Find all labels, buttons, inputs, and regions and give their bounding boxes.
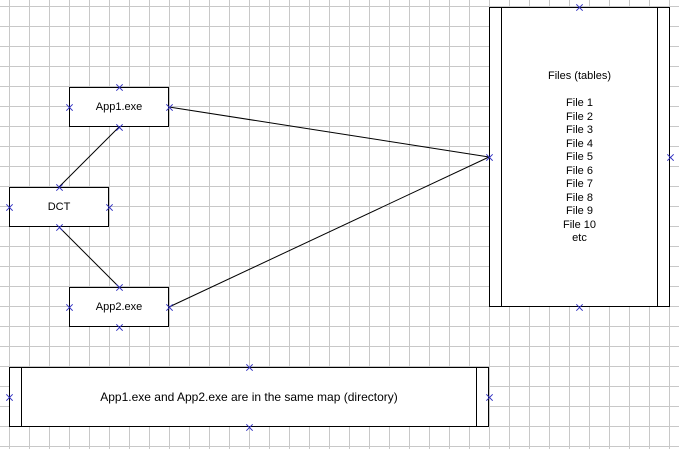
connector-app2-files[interactable]: [168, 156, 490, 308]
handle-app2-top[interactable]: [116, 284, 123, 291]
files-node[interactable]: Files (tables) File 1 File 2 File 3 File…: [489, 7, 670, 307]
note-label: App1.exe and App2.exe are in the same ma…: [100, 390, 398, 404]
handle-dct-left[interactable]: [6, 204, 13, 211]
file-item: File 10: [562, 218, 597, 231]
dct-label: DCT: [47, 201, 71, 213]
note-right-bar: [476, 368, 477, 426]
handle-app1-top[interactable]: [116, 84, 123, 91]
handle-app2-right[interactable]: [166, 304, 173, 311]
handle-app1-bottom[interactable]: [116, 124, 123, 131]
files-content: Files (tables) File 1 File 2 File 3 File…: [502, 70, 657, 246]
app1-node[interactable]: App1.exe: [69, 87, 169, 127]
handle-note-right[interactable]: [486, 394, 493, 401]
handle-note-bottom[interactable]: [246, 424, 253, 431]
file-item: File 8: [566, 191, 593, 204]
handle-app1-right[interactable]: [166, 104, 173, 111]
handle-files-top[interactable]: [576, 4, 583, 11]
handle-dct-top[interactable]: [56, 184, 63, 191]
handle-app2-bottom[interactable]: [116, 324, 123, 331]
connector-app1-dct[interactable]: [58, 126, 120, 188]
handle-files-left[interactable]: [486, 154, 493, 161]
file-item: File 7: [566, 178, 593, 190]
note-node[interactable]: App1.exe and App2.exe are in the same ma…: [9, 367, 489, 427]
handle-note-top[interactable]: [246, 364, 253, 371]
handle-files-right[interactable]: [667, 154, 674, 161]
files-right-bar: [657, 8, 658, 306]
file-item: File 2: [566, 110, 593, 123]
files-left-bar: [501, 8, 502, 306]
file-item: File 9: [566, 205, 593, 217]
files-title: Files (tables): [548, 70, 611, 82]
handle-files-bottom[interactable]: [576, 304, 583, 311]
app1-label: App1.exe: [95, 101, 143, 113]
file-item: File 4: [566, 137, 593, 150]
handle-app2-left[interactable]: [66, 304, 73, 311]
app2-label: App2.exe: [95, 301, 143, 313]
files-list: File 1 File 2 File 3 File 4 File 5 File …: [502, 97, 657, 246]
connector-app2-dct[interactable]: [58, 226, 120, 288]
handle-app1-left[interactable]: [66, 104, 73, 111]
handle-note-left[interactable]: [6, 394, 13, 401]
file-item: File 5: [566, 151, 593, 163]
handle-dct-right[interactable]: [106, 204, 113, 211]
connector-app1-files[interactable]: [168, 106, 490, 158]
app2-node[interactable]: App2.exe: [69, 287, 169, 327]
dct-node[interactable]: DCT: [9, 187, 109, 227]
file-item: etc: [572, 232, 587, 244]
handle-dct-bottom[interactable]: [56, 224, 63, 231]
note-left-bar: [21, 368, 22, 426]
file-item: File 6: [566, 164, 593, 177]
file-item: File 1: [566, 97, 593, 109]
file-item: File 3: [566, 124, 593, 136]
